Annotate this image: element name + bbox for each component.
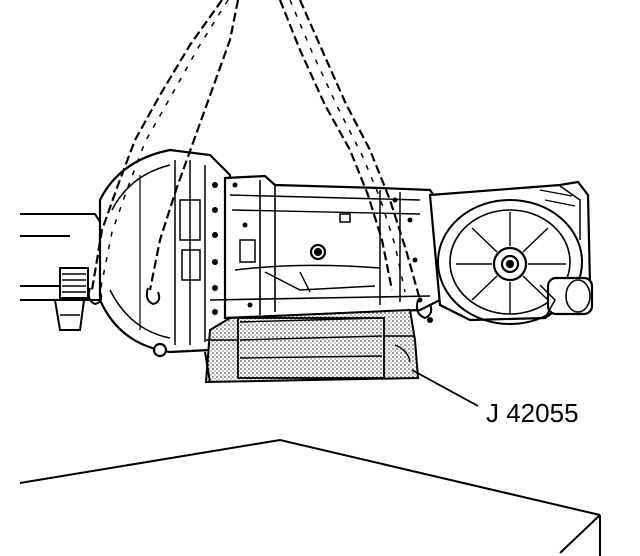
work-bench [19, 438, 601, 556]
callout-leader-line [411, 369, 479, 407]
tool-callout-label: J 42055 [486, 398, 579, 428]
case-bolts [212, 182, 433, 323]
chain-hooks [87, 287, 433, 320]
output-shaft [20, 213, 101, 331]
lifting-chains [90, 0, 422, 301]
converter-housing [428, 180, 594, 325]
tool-j42055-pan [204, 308, 420, 384]
